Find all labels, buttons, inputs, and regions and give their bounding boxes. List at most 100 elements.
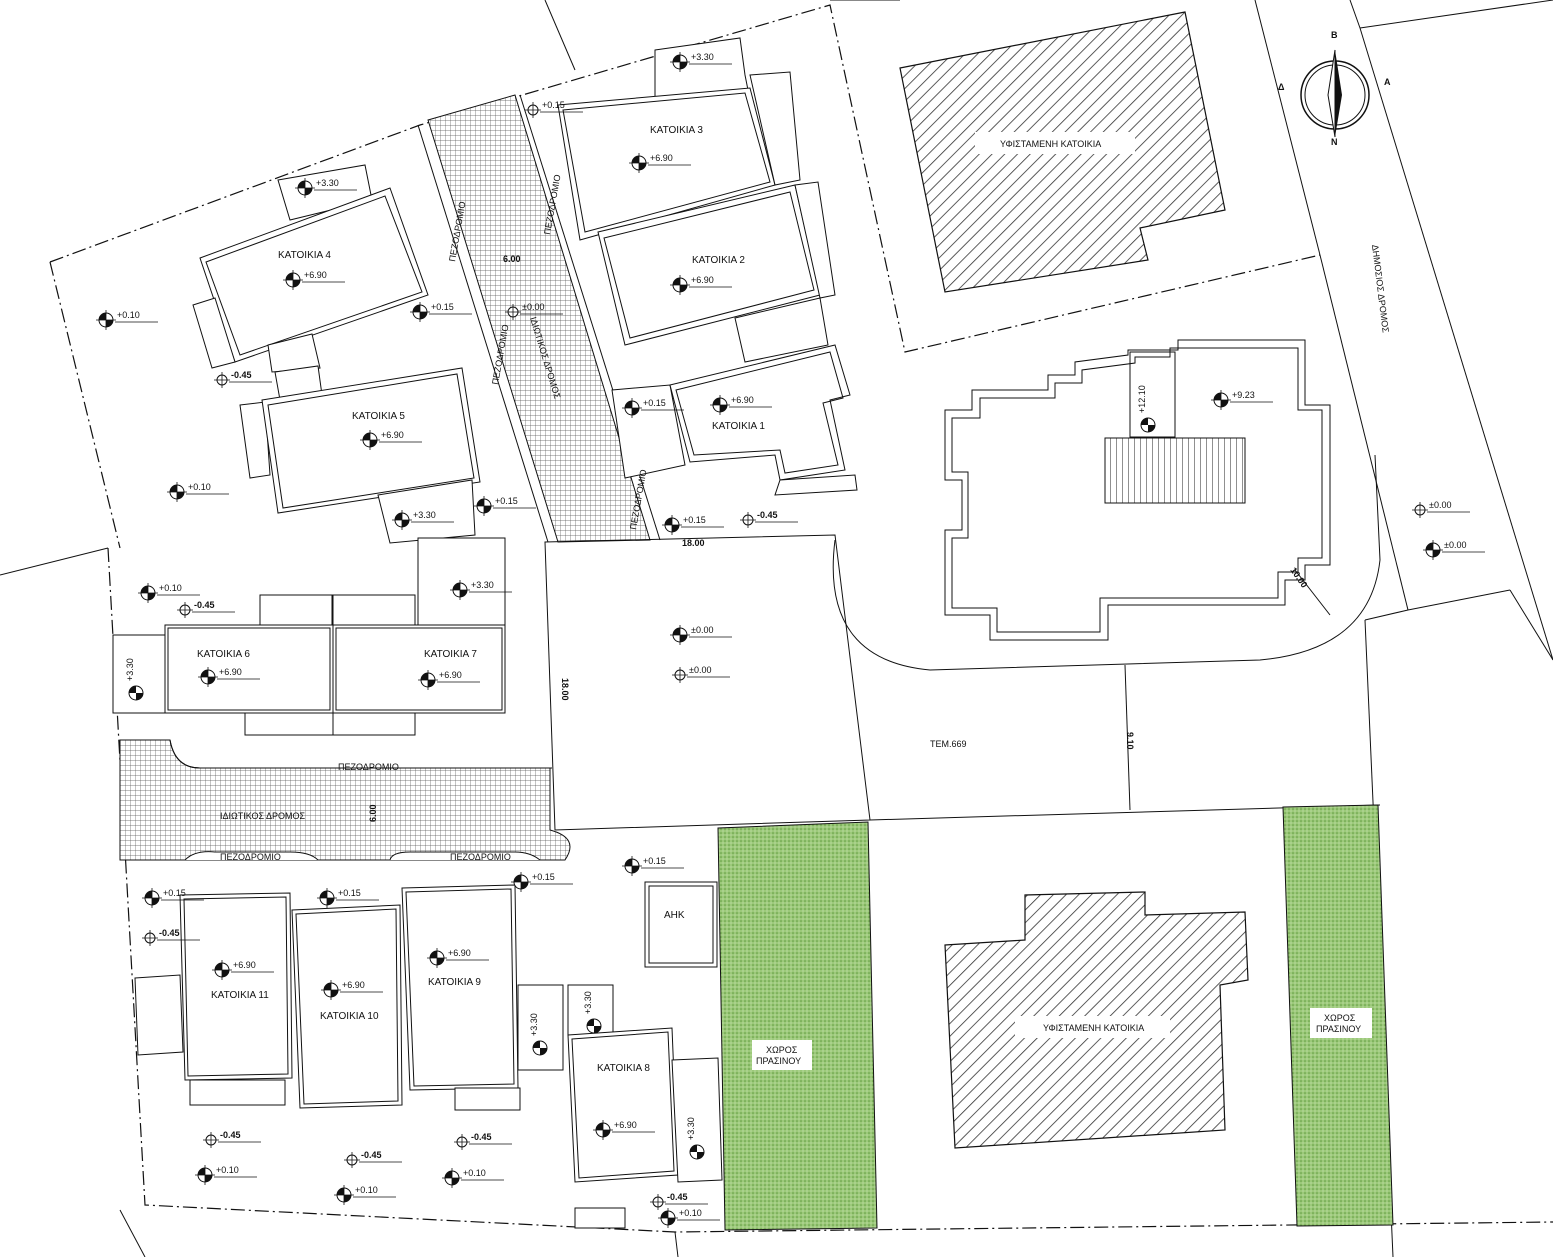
green-space-2-label-b: ΠΡΑΣΙΝΟΥ (1316, 1024, 1361, 1034)
level-marker-cross (622, 398, 642, 418)
level-marker-value: +0.10 (679, 1208, 702, 1218)
level-marker: +6.90 (212, 960, 274, 980)
level-marker-fill (632, 866, 639, 873)
level-marker-fill (1214, 393, 1221, 400)
green-space-1-label-a: ΧΩΡΟΣ (766, 1045, 798, 1055)
level-marker-fill (639, 163, 646, 170)
level-marker-fill (298, 181, 305, 188)
level-marker-cross (672, 667, 688, 683)
level-marker-fill (106, 320, 113, 327)
level-marker-fill (129, 686, 136, 693)
level-marker-fill (533, 1041, 540, 1048)
level-marker-value: -0.45 (757, 510, 778, 520)
public-road-label: ΔΗΜΟΣΙΟΣ ΔΡΟΜΟΣ (1370, 244, 1391, 334)
level-marker-fill (720, 405, 727, 412)
level-marker-cross (214, 372, 230, 388)
level-marker-fill (672, 525, 679, 532)
house-6-7-footprint (112, 537, 506, 736)
dim-1000: 10.00 (1288, 565, 1309, 589)
level-marker-value: +6.90 (381, 430, 404, 440)
compass-north-label: B (1331, 30, 1338, 40)
level-marker-fill (177, 492, 184, 499)
level-marker: +6.90 (710, 395, 772, 415)
private-road-horizontal (119, 739, 571, 861)
level-marker: -0.45 (454, 1132, 512, 1150)
level-marker-value: +0.15 (542, 100, 565, 110)
level-marker-fill (1426, 543, 1433, 550)
level-marker-value: -0.45 (667, 1192, 688, 1202)
level-marker-value: +6.90 (614, 1120, 637, 1130)
compass-south-label: N (1331, 137, 1338, 147)
level-marker: -0.45 (344, 1150, 402, 1168)
level-marker-value: +9.23 (1232, 390, 1255, 400)
level-marker-fill (680, 285, 687, 292)
level-marker-fill (145, 891, 152, 898)
level-marker-fill (632, 156, 639, 163)
level-marker-fill (1141, 418, 1148, 425)
house-1-footprint (611, 344, 858, 496)
level-marker-value: -0.45 (194, 600, 215, 610)
level-marker-fill (205, 1175, 212, 1182)
level-marker-cross (295, 178, 315, 198)
level-marker: +0.15 (525, 100, 583, 118)
level-marker-value: +0.10 (159, 583, 182, 593)
level-marker: +0.15 (317, 888, 379, 908)
level-marker-value: +6.90 (731, 395, 754, 405)
level-marker-fill (661, 1211, 668, 1218)
level-marker-fill (1148, 425, 1155, 432)
level-marker-value: +6.90 (448, 948, 471, 958)
level-marker-fill (625, 401, 632, 408)
large-building (944, 339, 1331, 641)
level-marker-fill (680, 62, 687, 69)
level-marker: +6.90 (198, 667, 260, 687)
level-marker-cross (629, 153, 649, 173)
level-marker-fill (540, 1048, 547, 1055)
level-marker-fill (320, 891, 327, 898)
ahk-building (644, 881, 718, 968)
level-marker-fill (594, 1026, 601, 1033)
dim-1800-h: 18.00 (682, 538, 705, 548)
level-marker-cross (142, 930, 158, 946)
level-marker-value: ±0.00 (1429, 500, 1451, 510)
dim-1800-v: 18.00 (560, 678, 570, 701)
level-marker-value: +0.15 (338, 888, 361, 898)
existing-house-bottom-label: ΥΦΙΣΤΑΜΕΝΗ ΚΑΤΟΙΚΙΑ (1043, 1023, 1144, 1033)
level-marker-cross (360, 430, 380, 450)
level-marker-fill (344, 1195, 351, 1202)
compass-east-label: A (1384, 77, 1391, 87)
level-marker-cross (658, 1208, 678, 1228)
level-marker-value: -0.45 (220, 1130, 241, 1140)
green-space-2-label-a: ΧΩΡΟΣ (1324, 1013, 1356, 1023)
house-11-label: ΚΑΤΟΙΚΙΑ 11 (211, 990, 269, 1001)
level-marker: +0.10 (167, 482, 229, 502)
compass (1300, 49, 1370, 138)
level-marker-value: +6.90 (219, 667, 242, 677)
level-marker-rotated: +3.30 (686, 1117, 705, 1160)
level-marker-fill (170, 485, 177, 492)
level-marker-value: +3.30 (583, 991, 593, 1014)
level-marker-cross (650, 1194, 666, 1210)
level-marker: -0.45 (214, 370, 272, 388)
level-marker-value: +0.10 (117, 310, 140, 320)
level-marker-rotated: +3.30 (583, 991, 602, 1034)
level-marker-fill (690, 1145, 697, 1152)
existing-house-top (899, 11, 1226, 293)
level-marker-fill (222, 970, 229, 977)
level-marker-value: +0.10 (188, 482, 211, 492)
level-marker-cross (505, 304, 521, 320)
house-8-footprint (567, 984, 723, 1229)
level-marker-fill (521, 882, 528, 889)
level-marker-fill (453, 583, 460, 590)
level-marker-fill (452, 1178, 459, 1185)
level-marker: -0.45 (740, 510, 798, 528)
level-marker-fill (327, 898, 334, 905)
level-marker-cross (96, 310, 116, 330)
level-marker-cross (195, 1165, 215, 1185)
level-marker: +9.23 (1211, 390, 1273, 410)
level-marker: +3.30 (670, 52, 732, 72)
level-marker-fill (1433, 550, 1440, 557)
level-marker-fill (673, 278, 680, 285)
level-marker: +6.90 (629, 153, 691, 173)
level-marker: +6.90 (427, 948, 489, 968)
